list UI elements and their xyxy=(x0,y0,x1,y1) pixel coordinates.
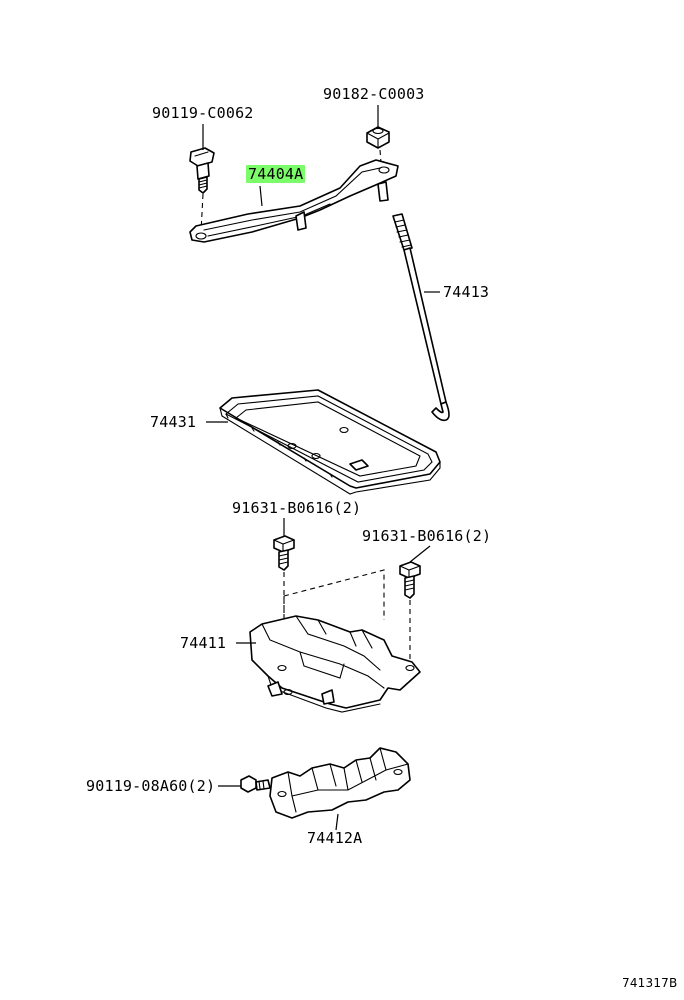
dash-bolt-paths xyxy=(283,569,411,666)
figure-code: 741317B xyxy=(622,976,678,990)
bolt-bottom-illustration xyxy=(240,775,271,793)
battery-tray-illustration xyxy=(219,389,441,495)
hold-down-rod-illustration xyxy=(392,213,450,422)
part-label-bolt-bottom[interactable]: 90119-08A60(2) xyxy=(86,777,216,795)
battery-clamp-illustration xyxy=(189,159,399,243)
battery-carrier-illustration xyxy=(249,615,421,713)
part-label-carrier[interactable]: 74411 xyxy=(180,634,227,652)
nut-top-illustration xyxy=(366,126,390,149)
leader-bracket xyxy=(335,813,339,831)
part-label-clamp[interactable]: 74404A xyxy=(246,165,306,183)
bolt-top-illustration xyxy=(189,147,215,194)
part-label-rod[interactable]: 74413 xyxy=(443,283,490,301)
part-label-bracket[interactable]: 74412A xyxy=(307,829,363,847)
part-label-nut-top[interactable]: 90182-C0003 xyxy=(323,85,425,103)
leader-clamp xyxy=(259,185,263,207)
part-label-bolt-top[interactable]: 90119-C0062 xyxy=(152,104,254,122)
leader-bolt-right xyxy=(409,545,431,563)
part-label-tray[interactable]: 74431 xyxy=(150,413,197,431)
bolt-right-illustration xyxy=(399,561,421,599)
clamp-part-number: 74404A xyxy=(246,165,306,183)
bracket-illustration xyxy=(269,747,411,819)
part-label-bolt-left[interactable]: 91631-B0616(2) xyxy=(232,499,362,517)
bolt-left-illustration xyxy=(273,535,295,571)
part-label-bolt-right[interactable]: 91631-B0616(2) xyxy=(362,527,492,545)
